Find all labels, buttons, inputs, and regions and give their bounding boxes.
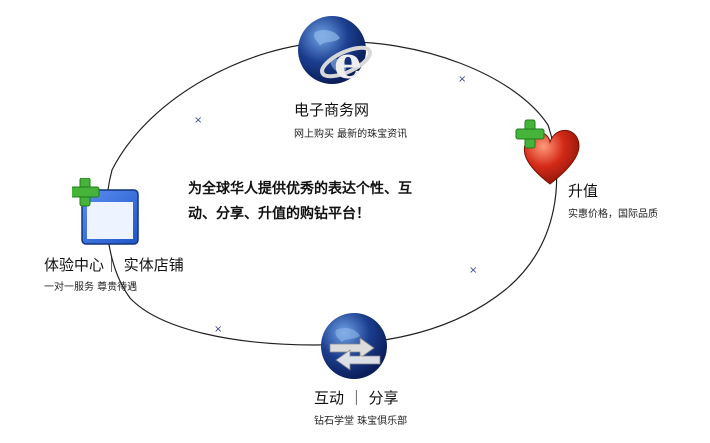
heart-add-icon [514, 118, 586, 190]
slogan-line-2: 动、分享、升值的购钻平台！ [188, 206, 370, 222]
cross-marker: × [469, 265, 478, 276]
interaction-title: 互动 ｜ 分享 [314, 389, 399, 407]
globe-exchange-icon [316, 308, 394, 384]
slogan-line-1: 为全球华人提供优秀的表达个性、互 [188, 181, 412, 197]
cross-marker: × [214, 324, 223, 335]
svg-text:e: e [334, 38, 362, 89]
cross-marker: × [458, 74, 467, 85]
cross-marker: × [194, 115, 203, 126]
ecommerce-title: 电子商务网 [294, 101, 370, 119]
appreciation-title: 升值 [568, 182, 599, 200]
window-add-icon [70, 177, 144, 250]
ecommerce-subtitle: 网上购买 最新的珠宝资讯 [294, 129, 408, 140]
experience-subtitle: 一对一服务 尊贵待遇 [44, 282, 138, 293]
globe-browser-icon: e [290, 10, 382, 98]
appreciation-subtitle: 实惠价格，国际品质 [568, 209, 658, 220]
interaction-subtitle: 钻石学堂 珠宝俱乐部 [314, 416, 408, 427]
experience-title: 体验中心｜ 实体店铺 [44, 256, 184, 274]
